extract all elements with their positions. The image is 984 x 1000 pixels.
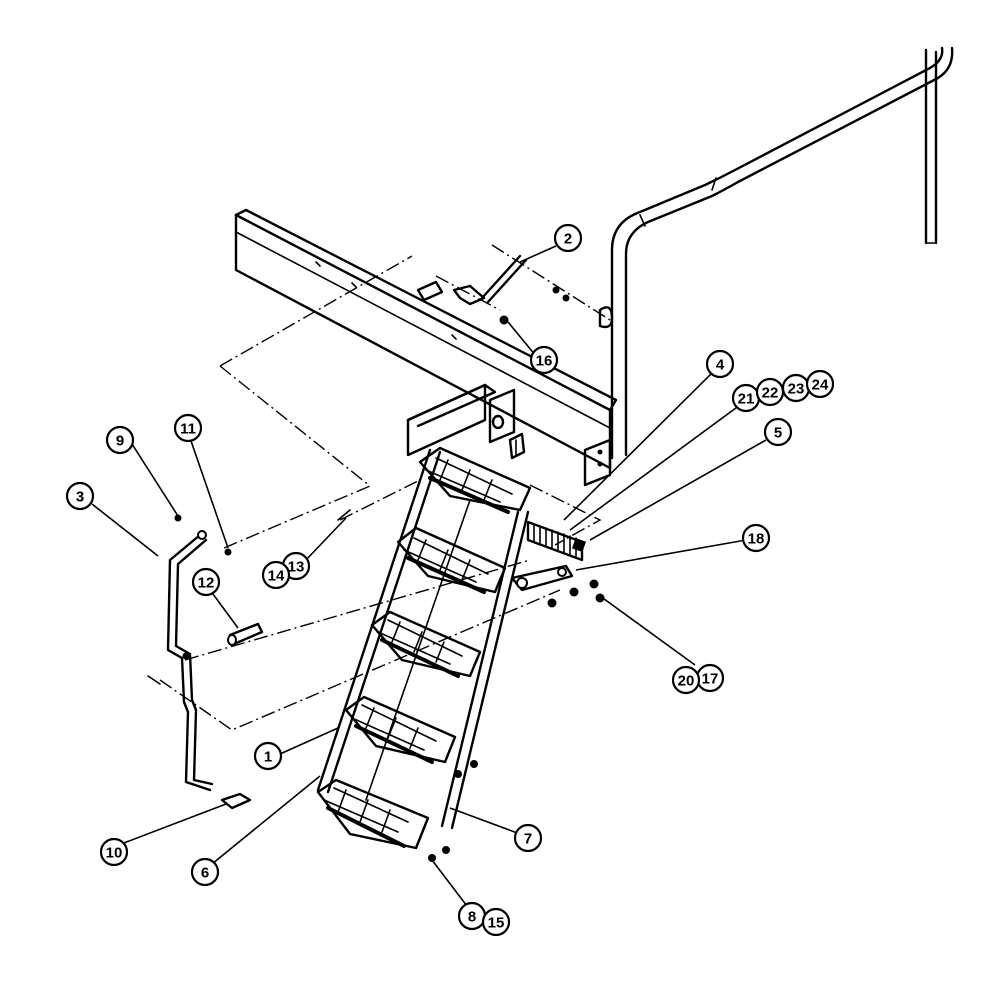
callout-11-circle (173, 413, 203, 443)
callout-1: 1 (253, 741, 283, 771)
handrail (610, 46, 954, 460)
callout-9-label: 9 (116, 433, 124, 450)
ladder-assembly (316, 446, 605, 862)
callout-21-label: 21 (738, 391, 755, 408)
callout-20-circle (671, 665, 701, 695)
callout-6: 6 (190, 857, 220, 887)
callout-2-label: 2 (564, 231, 572, 248)
bolt-c (442, 846, 450, 854)
callout-3-label: 3 (76, 489, 84, 506)
callout-5-circle (763, 417, 793, 447)
step-1 (418, 446, 532, 514)
nut-b (569, 587, 579, 597)
callout-8-label: 8 (468, 909, 476, 926)
callout-23: 23 (781, 373, 811, 403)
callout-12-label: 12 (198, 575, 215, 592)
callout-2: 2 (553, 223, 583, 253)
step-5 (316, 778, 430, 850)
callout-3: 3 (65, 481, 95, 511)
callout-16-circle (529, 345, 559, 375)
callout-18-circle (741, 523, 771, 553)
callout-14: 14 (261, 560, 291, 590)
callout-2-circle (553, 223, 583, 253)
callout-20-label: 20 (678, 673, 695, 690)
callout-9-circle (105, 425, 135, 455)
callout-22-label: 22 (762, 385, 779, 402)
callout-6-circle (190, 857, 220, 887)
callout-20: 20 (671, 665, 701, 695)
callout-5: 5 (763, 417, 793, 447)
callout-12-circle (191, 567, 221, 597)
callout-8: 8 (457, 901, 487, 931)
lever-assembly (147, 509, 351, 810)
callout-7-label: 7 (524, 831, 532, 848)
step-3 (370, 610, 482, 678)
bolt-b (454, 770, 462, 778)
callout-1-circle (253, 741, 283, 771)
callout-18: 18 (741, 523, 771, 553)
step-4 (344, 695, 457, 764)
callout-12: 12 (191, 567, 221, 597)
callout-7: 7 (513, 823, 543, 853)
callout-15: 15 (481, 907, 511, 937)
bolt-a (470, 760, 478, 768)
callout-4-circle (705, 349, 735, 379)
callout-14-circle (261, 560, 291, 590)
callout-15-label: 15 (488, 915, 505, 932)
callout-5-label: 5 (774, 425, 782, 442)
callout-22: 22 (755, 377, 785, 407)
callout-23-label: 23 (788, 381, 805, 398)
callout-16: 16 (529, 345, 559, 375)
callout-1-label: 1 (264, 749, 272, 766)
callout-17-label: 17 (702, 671, 719, 688)
callout-16-label: 16 (536, 353, 553, 370)
callout-6-label: 6 (201, 865, 209, 882)
nut-a (547, 598, 557, 608)
callout-4: 4 (705, 349, 735, 379)
leader-lines (91, 245, 767, 911)
callout-21: 21 (731, 383, 761, 413)
mounting-bracket (406, 383, 612, 487)
callout-17: 17 (695, 663, 725, 693)
callout-24: 24 (805, 369, 835, 399)
bolt-d (428, 854, 436, 862)
callout-9: 9 (105, 425, 135, 455)
latch-hardware (416, 254, 614, 329)
spring-assembly (510, 520, 587, 592)
callout-7-circle (513, 823, 543, 853)
callout-24-circle (805, 369, 835, 399)
callout-11: 11 (173, 413, 203, 443)
callout-10-label: 10 (106, 845, 123, 862)
assembly-lines (159, 244, 611, 731)
nut-c (589, 579, 599, 589)
callout-24-label: 24 (812, 377, 829, 394)
callout-10: 10 (99, 837, 129, 867)
callout-18-label: 18 (748, 531, 765, 548)
callout-13-label: 13 (288, 559, 305, 576)
callout-15-circle (481, 907, 511, 937)
callout-11-label: 11 (180, 421, 196, 438)
callout-10-circle (99, 837, 129, 867)
step-2 (396, 526, 507, 594)
callout-14-label: 14 (268, 568, 285, 585)
callout-3-circle (65, 481, 95, 511)
callout-4-label: 4 (716, 357, 725, 374)
